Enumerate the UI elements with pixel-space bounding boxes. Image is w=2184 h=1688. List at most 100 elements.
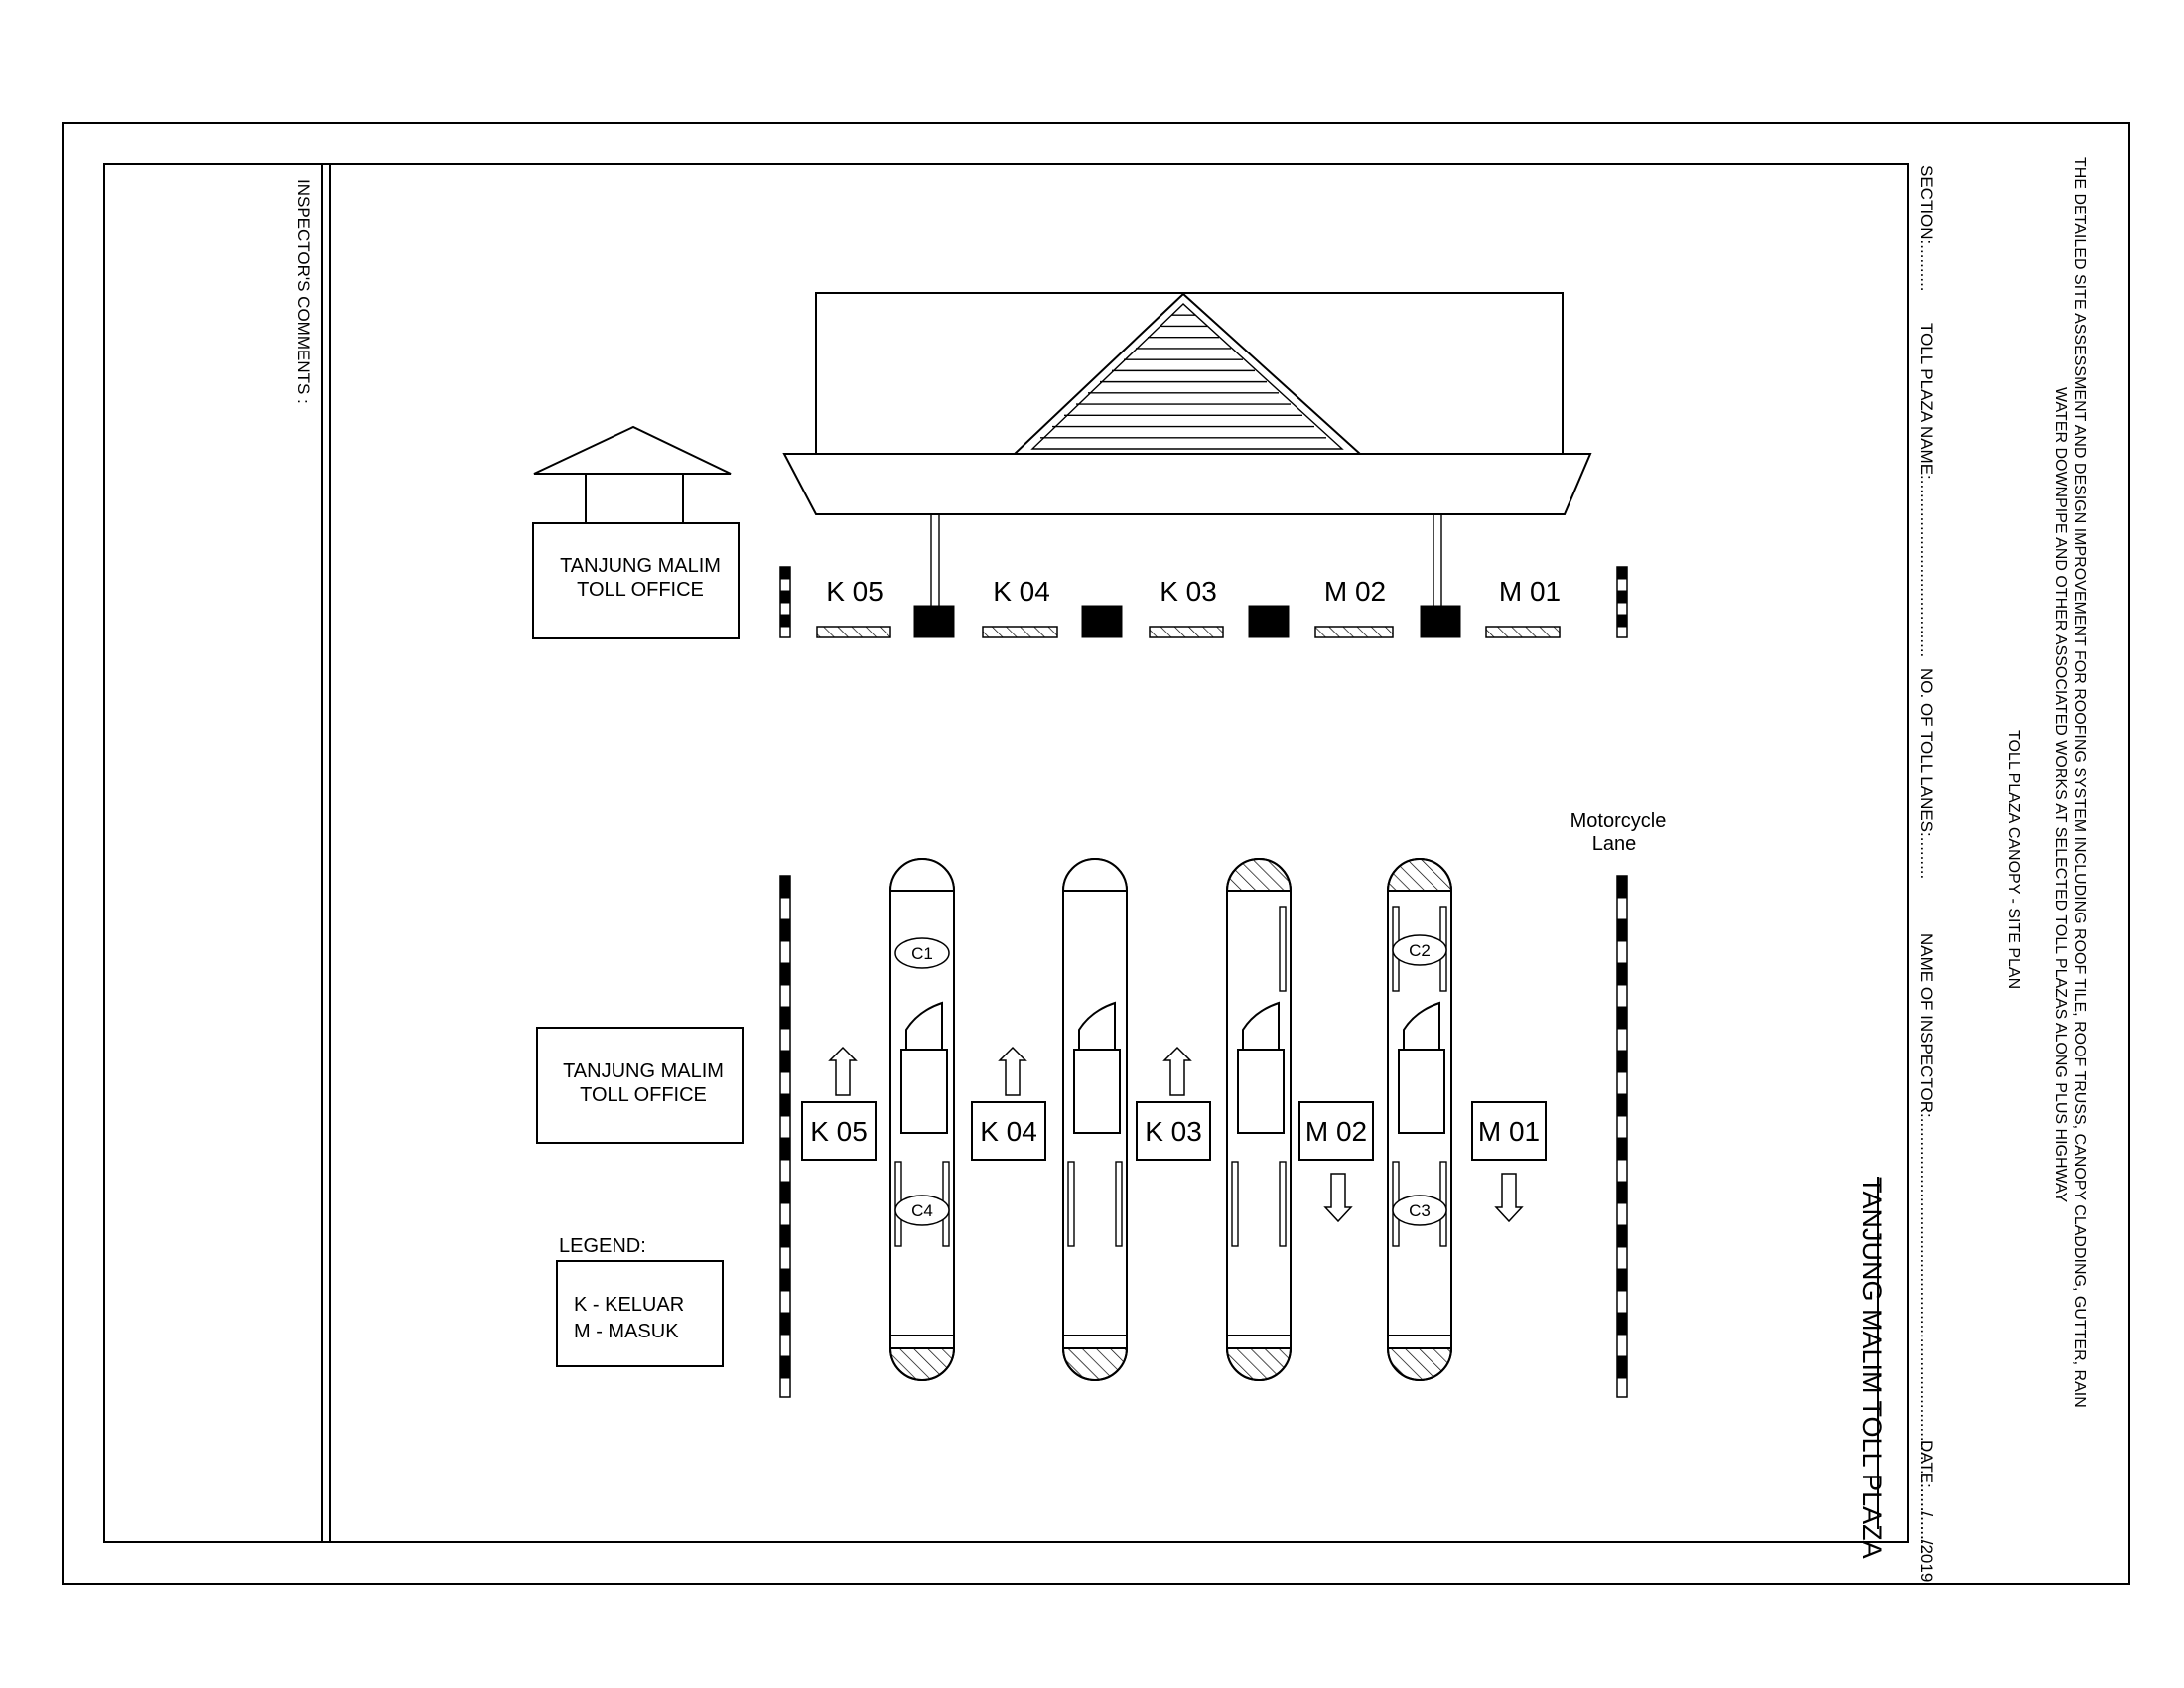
motorcycle-label-2: Lane [1592,833,1637,855]
island-bottom-cap [888,1347,956,1381]
arrow-up-icon [1162,1046,1192,1096]
elevation-lane-island [1149,626,1224,638]
elevation-barrier-right [1616,566,1628,638]
booth-canopy [1403,1001,1440,1050]
barrier-segment [779,918,791,942]
elevation-lane-label: K 03 [1160,576,1217,607]
legend-box [556,1260,724,1367]
barrier-segment [779,1093,791,1117]
plan-barrier-left [779,875,791,1398]
office-roof [533,425,732,475]
arrow-up-icon [828,1046,858,1096]
elevation-lane-island [1314,626,1394,638]
arrow-down-icon [1494,1173,1524,1223]
plan-lane: K 03 [1136,1046,1211,1161]
canopy-column-left [930,513,940,609]
lane-label-box [1471,1101,1547,1161]
lane-label: M 02 [1305,1116,1367,1147]
bollard [1067,1161,1075,1247]
column-marker: C3 [1392,1195,1447,1226]
section-field: SECTION:.......... [1917,165,1936,292]
toll-booth [1237,1049,1285,1134]
inspectors-comments-label: INSPECTOR'S COMMENTS : [294,179,313,404]
plan-barrier-right [1616,875,1628,1398]
elevation-toll-booth [913,605,955,638]
lane-label: M 01 [1478,1116,1540,1147]
barrier-segment [779,590,791,604]
bollard [1231,1161,1239,1247]
column-ellipse [894,937,950,969]
elevation-lane-label: M 02 [1324,576,1386,607]
elevation-lane-label: K 04 [993,576,1050,607]
barrier-segment [779,1224,791,1248]
barrier-segment [1616,962,1628,986]
office-elevation-label-1: TANJUNG MALIM [560,555,721,577]
column-ellipse [1392,934,1447,966]
legend-title: LEGEND: [559,1235,646,1257]
island-outline [889,858,955,1381]
barrier-segment [1616,566,1628,580]
column-label: C4 [911,1201,933,1220]
plan-lane: M 01 [1471,1101,1547,1223]
island-top-cap [1225,858,1293,892]
arrow-up-icon [998,1046,1027,1096]
canopy-fascia [782,453,1592,515]
column-label: C1 [911,944,933,963]
bollard [1279,1161,1287,1247]
drawing-title: TOLL PLAZA CANOPY - SITE PLAN [2005,730,2022,989]
office-elevation-label-2: TOLL OFFICE [577,579,704,601]
arrow-down-icon [1323,1173,1353,1223]
barrier-segment [1616,1137,1628,1161]
barrier-segment [779,1268,791,1292]
island-1 [888,858,956,1381]
canopy-gable-slats [1040,314,1326,439]
column-marker: C2 [1392,934,1447,966]
toll-booth [900,1049,948,1134]
barrier-segment [779,566,791,580]
inner-border [103,163,1909,1543]
column-label: C2 [1409,941,1431,960]
lane-label: K 04 [980,1116,1037,1147]
plan-lane: K 05 [801,1046,877,1161]
lane-label-box [1136,1101,1211,1161]
barrier-segment [779,1006,791,1030]
column-marker: C1 [894,937,950,969]
barrier-segment [779,1137,791,1161]
island-2 [1061,858,1129,1381]
column-marker: C4 [894,1195,950,1226]
column-ellipse [1392,1195,1447,1226]
office-plan-label-1: TANJUNG MALIM [563,1060,724,1082]
barrier-segment [1616,1181,1628,1204]
barrier-segment [1616,875,1628,899]
no-of-toll-lanes-field: NO. OF TOLL LANES:......... [1917,668,1936,879]
canopy-gable [1012,292,1363,455]
barrier-segment [1616,1050,1628,1073]
elevation-toll-booth [1081,605,1123,638]
island-top-cap [1061,858,1129,892]
project-title-line-1: THE DETAILED SITE ASSESSMENT AND DESIGN … [2071,157,2088,1408]
toll-plaza-name-field: TOLL PLAZA NAME:........................… [1917,323,1936,657]
lane-label-box [801,1101,877,1161]
island-top-cap [1386,858,1453,892]
elevation-toll-office: TANJUNG MALIM TOLL OFFICE [532,425,740,639]
elevation-toll-booth [1420,605,1461,638]
barrier-segment [1616,1312,1628,1336]
plan-lane: K 04 [971,1046,1046,1161]
office-plan-label-2: TOLL OFFICE [580,1084,707,1106]
lane-label-box [1298,1101,1374,1161]
barrier-segment [779,1355,791,1379]
lane-label: K 05 [810,1116,868,1147]
barrier-segment [1616,1224,1628,1248]
toll-booth [1398,1049,1445,1134]
island-bottom-cap [1061,1347,1129,1381]
office-plan-box [536,1027,744,1144]
barrier-segment [779,1312,791,1336]
office-elevation-box [532,522,740,639]
bollard [1279,906,1287,992]
lane-label: K 03 [1145,1116,1202,1147]
canopy-elevation [782,292,1592,609]
island-outline [1062,858,1128,1381]
